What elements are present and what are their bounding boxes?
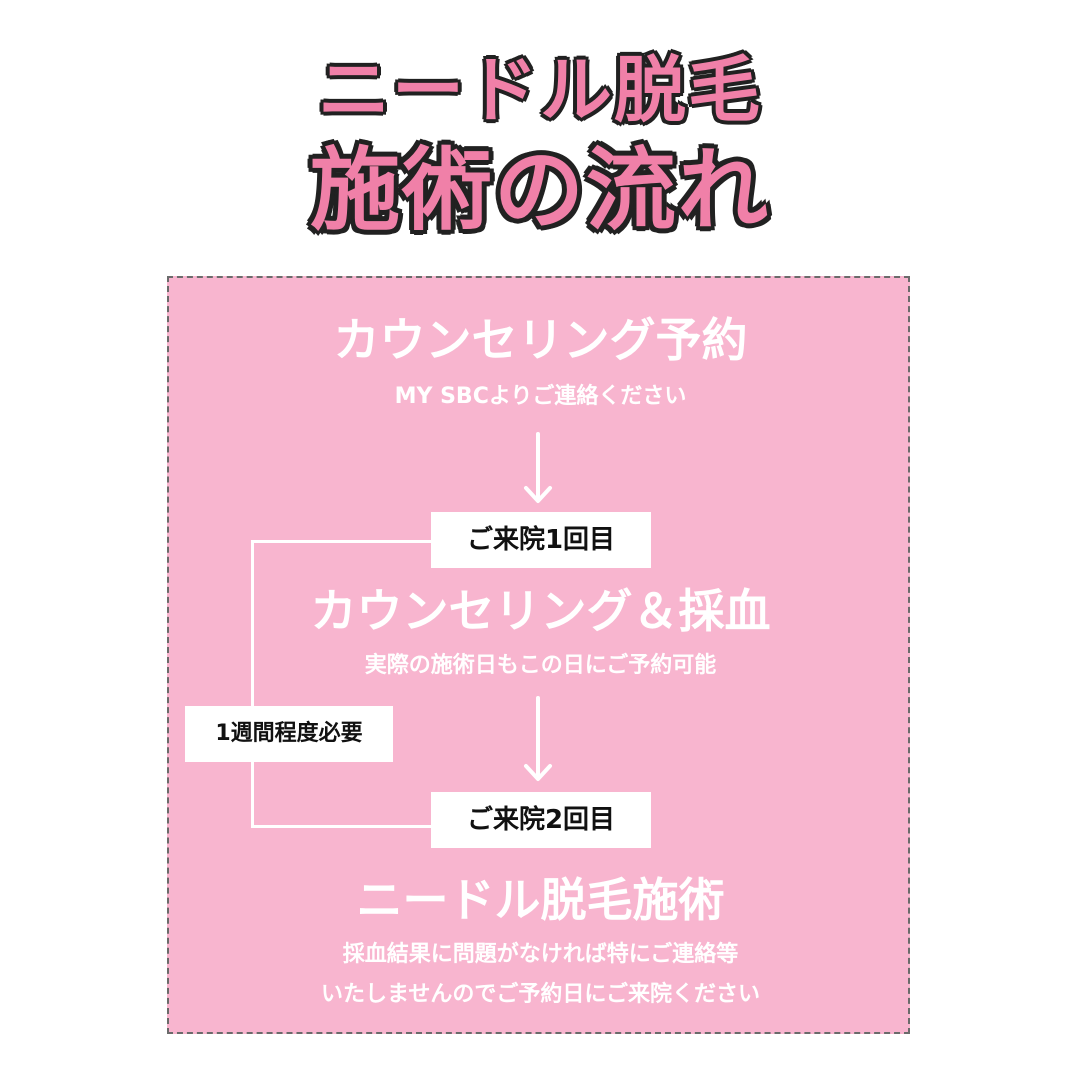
visit1-label: ご来院1回目 <box>431 512 651 568</box>
arrow-down-icon <box>524 696 552 781</box>
visit2-label: ご来院2回目 <box>431 792 651 848</box>
step1-subtitle: MY SBCよりご連絡ください <box>394 384 687 409</box>
arrow-down-icon <box>524 432 552 503</box>
step3-title: ニードル脱毛施術 <box>356 873 725 927</box>
step1-title: カウンセリング予約 <box>333 313 748 367</box>
page-title-line2: 施術の流れ <box>310 138 770 243</box>
step2-subtitle: 実際の施術日もこの日にご予約可能 <box>364 653 717 678</box>
step3-note-line1: 採血結果に問題がなければ特にご連絡等 <box>342 942 739 967</box>
interval-bracket <box>251 540 441 828</box>
page-title-line1: ニードル脱毛 <box>317 48 762 132</box>
interval-label: 1週間程度必要 <box>185 706 393 762</box>
step3-note-line2: いたしませんのでご予約日にご来院ください <box>321 982 760 1007</box>
flow-panel: カウンセリング予約 MY SBCよりご連絡ください ご来院1回目 カウンセリング… <box>167 276 910 1034</box>
step2-title: カウンセリング＆採血 <box>310 584 771 638</box>
